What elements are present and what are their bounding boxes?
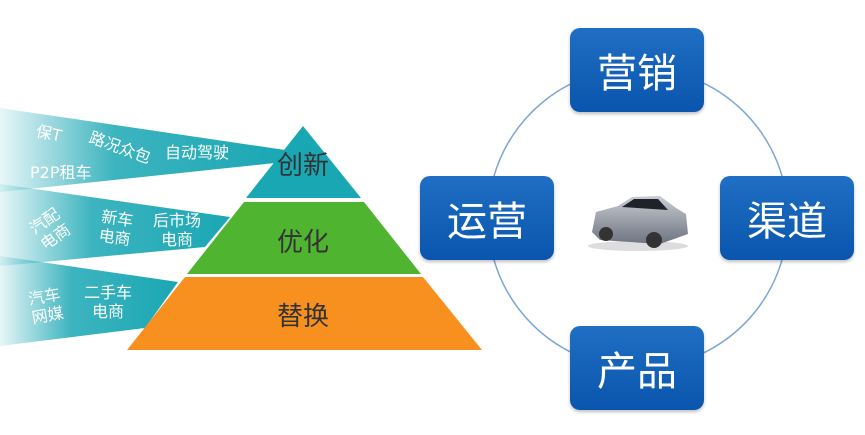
beam-item: 后市场 电商 xyxy=(153,211,202,249)
beam-replacement xyxy=(0,256,178,346)
beam-item: 汽车 网媒 xyxy=(26,284,66,328)
beam-item: 二手车 电商 xyxy=(84,283,133,321)
beam-item: 新车 电商 xyxy=(97,206,135,250)
beam-optimization xyxy=(0,184,230,266)
cycle-box-operations: 运营 xyxy=(420,176,554,260)
pyramid-tier-replacement xyxy=(127,277,482,350)
tier-label-replacement: 替换 xyxy=(276,302,329,332)
tier-label-optimization: 优化 xyxy=(276,228,329,258)
pyramid-tier-innovation xyxy=(246,126,361,198)
beam-item: 自动驾驶 xyxy=(165,143,230,162)
car-image xyxy=(588,196,688,251)
tier-label-innovation: 创新 xyxy=(276,151,329,181)
pyramid-tier-optimization xyxy=(187,202,421,274)
beam-innovation xyxy=(0,108,285,192)
beam-item: P2P租车 xyxy=(30,163,92,182)
cycle-box-channels: 渠道 xyxy=(720,176,854,260)
cycle-box-product: 产品 xyxy=(570,326,704,410)
cycle-box-marketing: 营销 xyxy=(570,28,704,112)
